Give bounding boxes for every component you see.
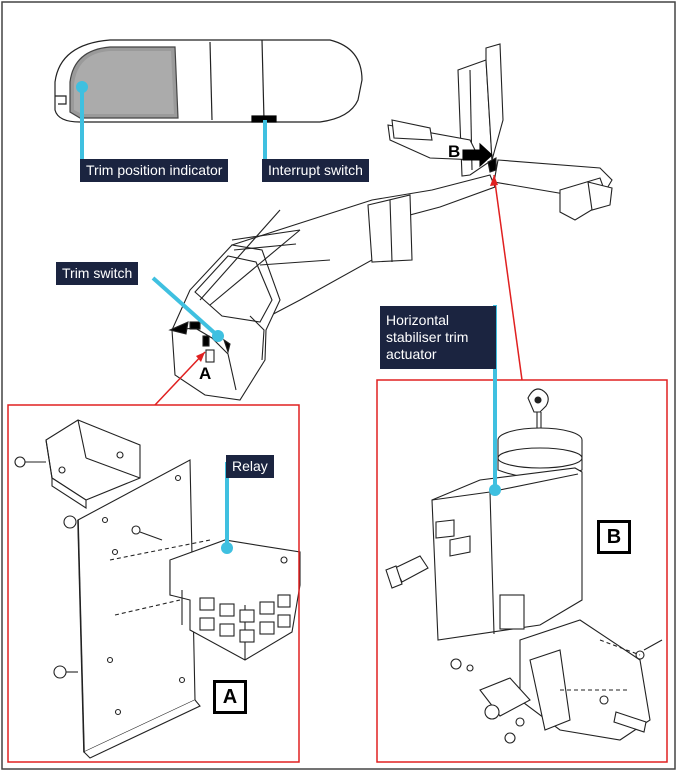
detail-label-b: B [597, 520, 631, 554]
callout-interrupt-switch: Interrupt switch [262, 159, 369, 182]
callout-horizontal-stabiliser-trim-actuator: Horizontal stabiliser trim actuator [380, 306, 496, 369]
instrument-panel-drawing [54, 39, 363, 123]
detail-b-pointer [493, 174, 523, 381]
detail-a-pointer [154, 351, 206, 406]
detail-b-arrowhead [490, 175, 498, 186]
point-label-a: A [199, 364, 212, 383]
callout-trim-switch: Trim switch [56, 262, 139, 285]
callout-relay: Relay [226, 455, 274, 478]
helicopter-drawing [168, 43, 613, 401]
detail-a-drawing [14, 419, 301, 759]
detail-a-frame [7, 404, 300, 763]
detail-b-drawing [385, 388, 663, 744]
detail-label-a: A [213, 680, 247, 714]
detail-a-arrowhead [196, 352, 205, 362]
callout-trim-position-indicator: Trim position indicator [80, 159, 229, 182]
leader-trim-switch [151, 276, 220, 338]
leader-dots [76, 81, 501, 554]
point-label-b: B [448, 142, 461, 161]
